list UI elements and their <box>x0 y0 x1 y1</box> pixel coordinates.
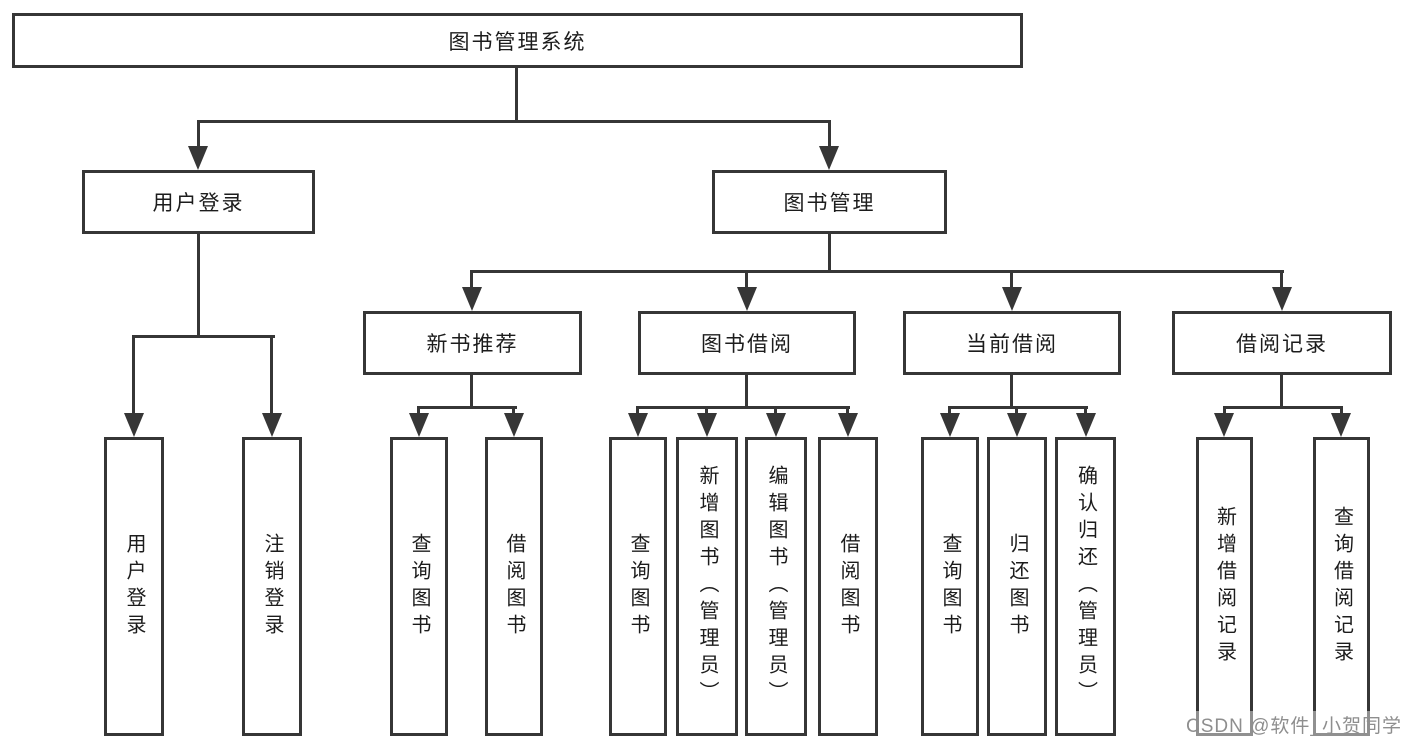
connector-stem <box>132 335 135 417</box>
leaf-label: 编辑图书（管理员） <box>765 465 787 708</box>
leaf-label: 用户登录 <box>123 532 145 641</box>
arrowhead-down-icon <box>262 413 282 437</box>
arrowhead-down-icon <box>838 413 858 437</box>
connector-stem <box>1010 270 1013 291</box>
arrowhead-down-icon <box>504 413 524 437</box>
leaf-user-login: 用户登录 <box>104 437 164 736</box>
leaf-borrow-books-borrowing: 借阅图书 <box>818 437 878 736</box>
connector-stem <box>745 270 748 291</box>
connector-book-management-bar <box>470 270 1284 273</box>
connector-stem <box>470 270 473 291</box>
connector-user-login-stem <box>197 234 200 338</box>
node-label: 图书借阅 <box>701 333 793 356</box>
leaf-label: 查询借阅记录 <box>1330 505 1353 668</box>
node-label: 借阅记录 <box>1236 333 1328 356</box>
connector-stem <box>1280 270 1283 291</box>
leaf-add-borrow-record: 新增借阅记录 <box>1196 437 1253 736</box>
leaf-label: 查询图书 <box>939 532 961 641</box>
leaf-query-books-recommend: 查询图书 <box>390 437 448 736</box>
node-label: 图书管理系统 <box>448 30 587 54</box>
connector-stem <box>1340 406 1343 418</box>
leaf-logout: 注销登录 <box>242 437 302 736</box>
leaf-confirm-return-admin: 确认归还（管理员） <box>1055 437 1116 736</box>
connector-stem <box>636 406 639 418</box>
arrowhead-down-icon <box>737 287 757 311</box>
arrowhead-down-icon <box>628 413 648 437</box>
leaf-label: 确认归还（管理员） <box>1074 465 1097 708</box>
connector-stem <box>846 406 849 418</box>
leaf-return-book: 归还图书 <box>987 437 1047 736</box>
arrowhead-down-icon <box>1007 413 1027 437</box>
node-label: 新书推荐 <box>426 333 519 356</box>
leaf-query-books-current: 查询图书 <box>921 437 979 736</box>
connector-stem <box>470 375 473 409</box>
leaf-label: 新增借阅记录 <box>1213 505 1236 668</box>
connector-bar <box>948 406 1088 409</box>
node-new-book-recommend: 新书推荐 <box>363 311 582 375</box>
leaf-borrow-books-recommend: 借阅图书 <box>485 437 543 736</box>
arrowhead-down-icon <box>1076 413 1096 437</box>
connector-stem <box>1015 406 1018 418</box>
leaf-query-books-borrowing: 查询图书 <box>609 437 667 736</box>
arrowhead-down-icon <box>1002 287 1022 311</box>
arrowhead-down-icon <box>188 146 208 170</box>
leaf-query-borrow-record: 查询借阅记录 <box>1313 437 1370 736</box>
connector-stem <box>1280 375 1283 409</box>
connector-stem <box>1010 375 1013 409</box>
connector-book-management-stem <box>828 234 831 273</box>
arrowhead-down-icon <box>697 413 717 437</box>
leaf-label: 归还图书 <box>1006 532 1028 641</box>
node-book-management: 图书管理 <box>712 170 947 234</box>
leaf-label: 新增图书（管理员） <box>696 465 718 708</box>
arrowhead-down-icon <box>766 413 786 437</box>
arrowhead-down-icon <box>124 413 144 437</box>
connector-stem <box>828 120 831 150</box>
node-borrowing-records: 借阅记录 <box>1172 311 1392 375</box>
node-label: 图书管理 <box>783 192 876 215</box>
node-current-borrowing: 当前借阅 <box>903 311 1121 375</box>
leaf-edit-book-admin: 编辑图书（管理员） <box>745 437 807 736</box>
arrowhead-down-icon <box>1214 413 1234 437</box>
node-label: 用户登录 <box>152 192 245 215</box>
leaf-label: 查询图书 <box>627 532 649 641</box>
connector-bar <box>636 406 850 409</box>
leaf-label: 注销登录 <box>261 532 283 641</box>
connector-bar <box>1223 406 1343 409</box>
node-library-management-system: 图书管理系统 <box>12 13 1023 68</box>
node-label: 当前借阅 <box>966 333 1058 356</box>
leaf-add-book-admin: 新增图书（管理员） <box>676 437 738 736</box>
csdn-watermark: CSDN @软件_小贺同学 <box>1186 711 1402 738</box>
arrowhead-down-icon <box>1272 287 1292 311</box>
leaf-label: 借阅图书 <box>837 532 859 641</box>
node-user-login: 用户登录 <box>82 170 315 234</box>
arrowhead-down-icon <box>1331 413 1351 437</box>
connector-stem <box>197 120 200 150</box>
connector-stem <box>745 375 748 409</box>
arrowhead-down-icon <box>409 413 429 437</box>
leaf-label: 借阅图书 <box>503 532 525 641</box>
leaf-label: 查询图书 <box>408 532 430 641</box>
connector-root-stem <box>515 68 518 123</box>
connector-stem <box>1223 406 1226 418</box>
connector-stem <box>270 335 273 417</box>
node-book-borrowing: 图书借阅 <box>638 311 856 375</box>
arrowhead-down-icon <box>462 287 482 311</box>
connector-stem <box>512 406 515 418</box>
connector-stem <box>417 406 420 418</box>
connector-user-login-bar <box>132 335 275 338</box>
arrowhead-down-icon <box>819 146 839 170</box>
connector-bar <box>417 406 517 409</box>
connector-stem <box>948 406 951 418</box>
connector-stem <box>705 406 708 418</box>
connector-root-bar <box>197 120 831 123</box>
connector-stem <box>774 406 777 418</box>
arrowhead-down-icon <box>940 413 960 437</box>
connector-stem <box>1084 406 1087 418</box>
